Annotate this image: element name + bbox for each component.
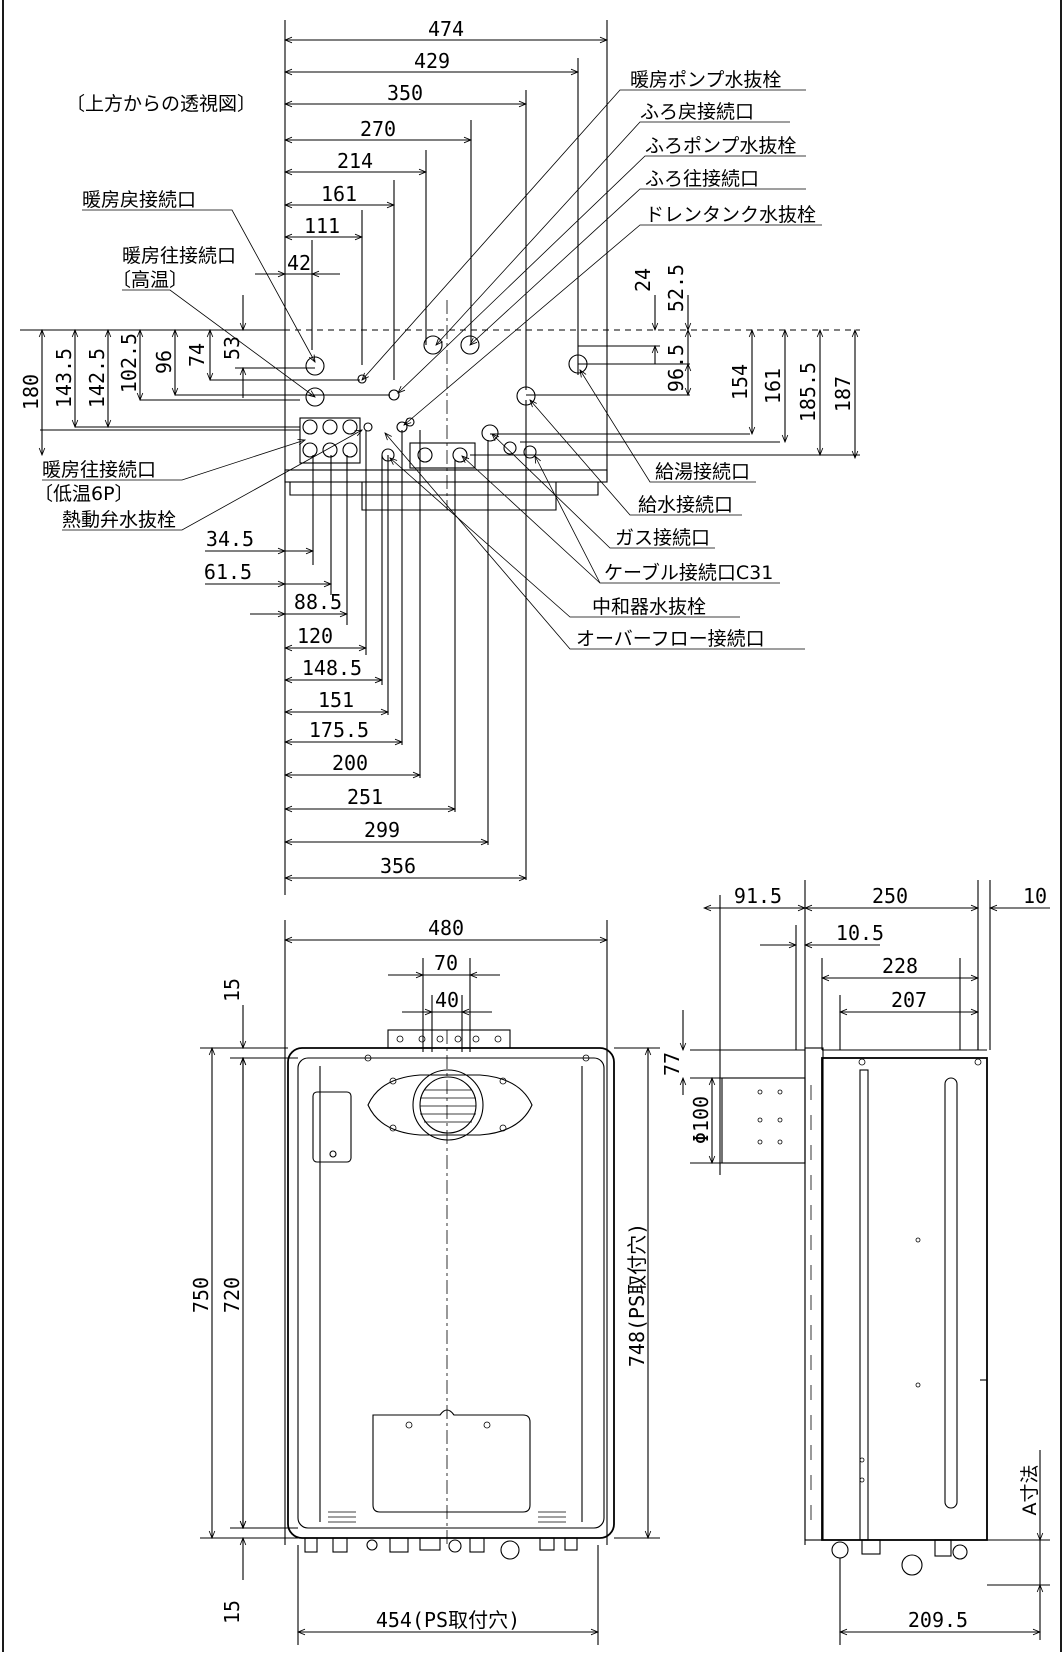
dim-142-5: 142.5 xyxy=(85,348,109,408)
dim-53: 53 xyxy=(220,336,244,360)
label-bath-pump-drain: ふろポンプ水抜栓 xyxy=(645,135,796,157)
dim-120: 120 xyxy=(297,624,333,648)
dim-356: 356 xyxy=(380,854,416,878)
label-hot-water-supply: 給湯接続口 xyxy=(655,461,750,483)
label-heating-pump-drain: 暖房ポンプ水抜栓 xyxy=(630,69,781,91)
label-bath-supply: ふろ往接続口 xyxy=(645,168,759,190)
label-overflow: オーバーフロー接続口 xyxy=(576,628,765,650)
label-drain-tank-drain: ドレンタンク水抜栓 xyxy=(645,204,816,226)
side-view: 91.5 250 10 10.5 228 207 77 Φ100 A寸法 209… xyxy=(660,880,1050,1645)
dim-10: 10 xyxy=(1023,884,1047,908)
dim-185-5: 185.5 xyxy=(796,362,820,422)
dim-15-bottom: 15 xyxy=(220,1600,244,1624)
label-gas: ガス接続口 xyxy=(615,527,710,549)
dim-96: 96 xyxy=(152,350,176,374)
label-bath-return: ふろ戻接続口 xyxy=(640,101,754,123)
label-neutralizer-drain: 中和器水抜栓 xyxy=(592,596,706,618)
label-heating-supply-high: 暖房往接続口 xyxy=(122,245,236,267)
dim-61-5: 61.5 xyxy=(204,560,252,584)
dim-111: 111 xyxy=(304,214,340,238)
dim-77: 77 xyxy=(660,1052,684,1076)
dim-209-5: 209.5 xyxy=(908,1608,968,1632)
dim-161: 161 xyxy=(321,182,357,206)
label-heating-supply-high-note: 〔高温〕 xyxy=(112,269,188,291)
label-heating-return: 暖房戻接続口 xyxy=(82,189,196,211)
top-perspective-view: 474 429 350 270 214 161 111 42 180 143.5… xyxy=(19,17,860,895)
dim-474: 474 xyxy=(428,17,464,41)
dim-214: 214 xyxy=(337,149,373,173)
dim-154: 154 xyxy=(728,364,752,400)
dim-151: 151 xyxy=(318,688,354,712)
dim-180: 180 xyxy=(19,374,43,410)
dim-70: 70 xyxy=(434,951,458,975)
dim-350: 350 xyxy=(387,81,423,105)
label-thermal-valve-drain: 熱動弁水抜栓 xyxy=(62,509,176,531)
dim-175-5: 175.5 xyxy=(309,718,369,742)
dim-251: 251 xyxy=(347,785,383,809)
dim-750: 750 xyxy=(189,1277,213,1313)
dim-161-right: 161 xyxy=(761,368,785,404)
dim-91-5: 91.5 xyxy=(734,884,782,908)
dim-15-top: 15 xyxy=(220,978,244,1002)
dim-187: 187 xyxy=(831,376,855,412)
front-view: 480 70 40 15 750 720 748(PS取付穴) 15 454(P… xyxy=(189,916,660,1645)
dim-429: 429 xyxy=(414,49,450,73)
label-heating-supply-low-note: 〔低温6P〕 xyxy=(34,483,134,505)
dim-52-5: 52.5 xyxy=(664,264,688,312)
dim-454-ps: 454(PS取付穴) xyxy=(376,1608,520,1632)
dim-a: A寸法 xyxy=(1019,1465,1041,1516)
label-cable: ケーブル接続口C31 xyxy=(604,561,773,584)
label-water-supply: 給水接続口 xyxy=(638,494,733,516)
dim-270: 270 xyxy=(360,117,396,141)
dim-228: 228 xyxy=(882,954,918,978)
dim-74: 74 xyxy=(185,343,209,367)
dim-102-5: 102.5 xyxy=(117,333,141,393)
label-heating-supply-low: 暖房往接続口 xyxy=(42,459,156,481)
dim-148-5: 148.5 xyxy=(302,656,362,680)
dim-42: 42 xyxy=(287,251,311,275)
dim-299: 299 xyxy=(364,818,400,842)
dim-720: 720 xyxy=(220,1277,244,1313)
dim-143-5: 143.5 xyxy=(52,348,76,408)
dim-phi100: Φ100 xyxy=(689,1096,713,1144)
dim-40: 40 xyxy=(435,988,459,1012)
dim-88-5: 88.5 xyxy=(294,590,342,614)
dim-200: 200 xyxy=(332,751,368,775)
dim-207: 207 xyxy=(891,988,927,1012)
dim-24: 24 xyxy=(631,268,655,292)
dim-34-5: 34.5 xyxy=(206,527,254,551)
dim-250: 250 xyxy=(872,884,908,908)
dim-480: 480 xyxy=(428,916,464,940)
dim-748-ps: 748(PS取付穴) xyxy=(625,1223,649,1367)
dim-10-5: 10.5 xyxy=(836,921,884,945)
dim-96-5: 96.5 xyxy=(664,344,688,392)
view-title: 〔上方からの透視図〕 xyxy=(66,93,256,115)
